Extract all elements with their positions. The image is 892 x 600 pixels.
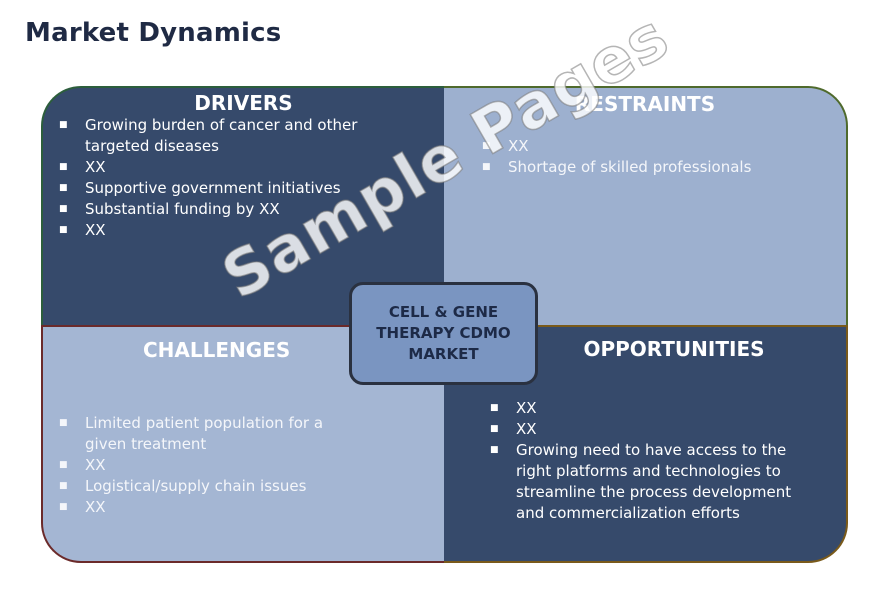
bullet-icon: ■ xyxy=(482,141,491,151)
restraints-heading: RESTRAINTS xyxy=(574,92,716,116)
opportunities-list: ■XX ■XX ■Growing need to have access to … xyxy=(490,398,810,524)
list-item: ■XX xyxy=(482,137,529,155)
bullet-icon: ■ xyxy=(59,183,68,193)
bullet-icon: ■ xyxy=(59,120,68,130)
drivers-list: ■Growing burden of cancer and other targ… xyxy=(59,115,419,241)
bullet-icon: ■ xyxy=(59,204,68,214)
bullet-icon: ■ xyxy=(59,418,68,428)
list-item: ■Supportive government initiatives xyxy=(59,179,341,197)
bullet-icon: ■ xyxy=(59,481,68,491)
bullet-icon: ■ xyxy=(490,424,499,434)
bullet-icon: ■ xyxy=(490,445,499,455)
list-item: ■XX xyxy=(59,456,106,474)
list-item: ■Limited patient population for a given … xyxy=(59,414,324,453)
bullet-icon: ■ xyxy=(490,403,499,413)
restraints-quadrant: RESTRAINTS ■XX ■Shortage of skilled prof… xyxy=(444,86,848,325)
bullet-icon: ■ xyxy=(59,460,68,470)
challenges-heading: CHALLENGES xyxy=(143,338,291,362)
opportunities-heading: OPPORTUNITIES xyxy=(583,337,765,361)
challenges-list: ■Limited patient population for a given … xyxy=(59,413,369,518)
list-item: ■Growing burden of cancer and other targ… xyxy=(59,116,358,155)
list-item: ■Logistical/supply chain issues xyxy=(59,477,307,495)
list-item: ■XX xyxy=(59,221,106,239)
list-item: ■Growing need to have access to the righ… xyxy=(490,441,792,522)
list-item: ■XX xyxy=(490,399,537,417)
bullet-icon: ■ xyxy=(59,502,68,512)
list-item: ■XX xyxy=(490,420,537,438)
bullet-icon: ■ xyxy=(59,225,68,235)
center-label: CELL & GENE THERAPY CDMO MARKET xyxy=(376,303,511,363)
restraints-list: ■XX ■Shortage of skilled professionals xyxy=(482,136,822,178)
list-item: ■XX xyxy=(59,158,106,176)
page-title: Market Dynamics xyxy=(25,18,282,48)
drivers-heading: DRIVERS xyxy=(194,91,293,115)
center-market-box: CELL & GENE THERAPY CDMO MARKET xyxy=(349,282,538,385)
bullet-icon: ■ xyxy=(59,162,68,172)
drivers-quadrant: DRIVERS ■Growing burden of cancer and ot… xyxy=(41,86,444,325)
bullet-icon: ■ xyxy=(482,162,491,172)
list-item: ■XX xyxy=(59,498,106,516)
list-item: ■Substantial funding by XX xyxy=(59,200,280,218)
list-item: ■Shortage of skilled professionals xyxy=(482,158,752,176)
